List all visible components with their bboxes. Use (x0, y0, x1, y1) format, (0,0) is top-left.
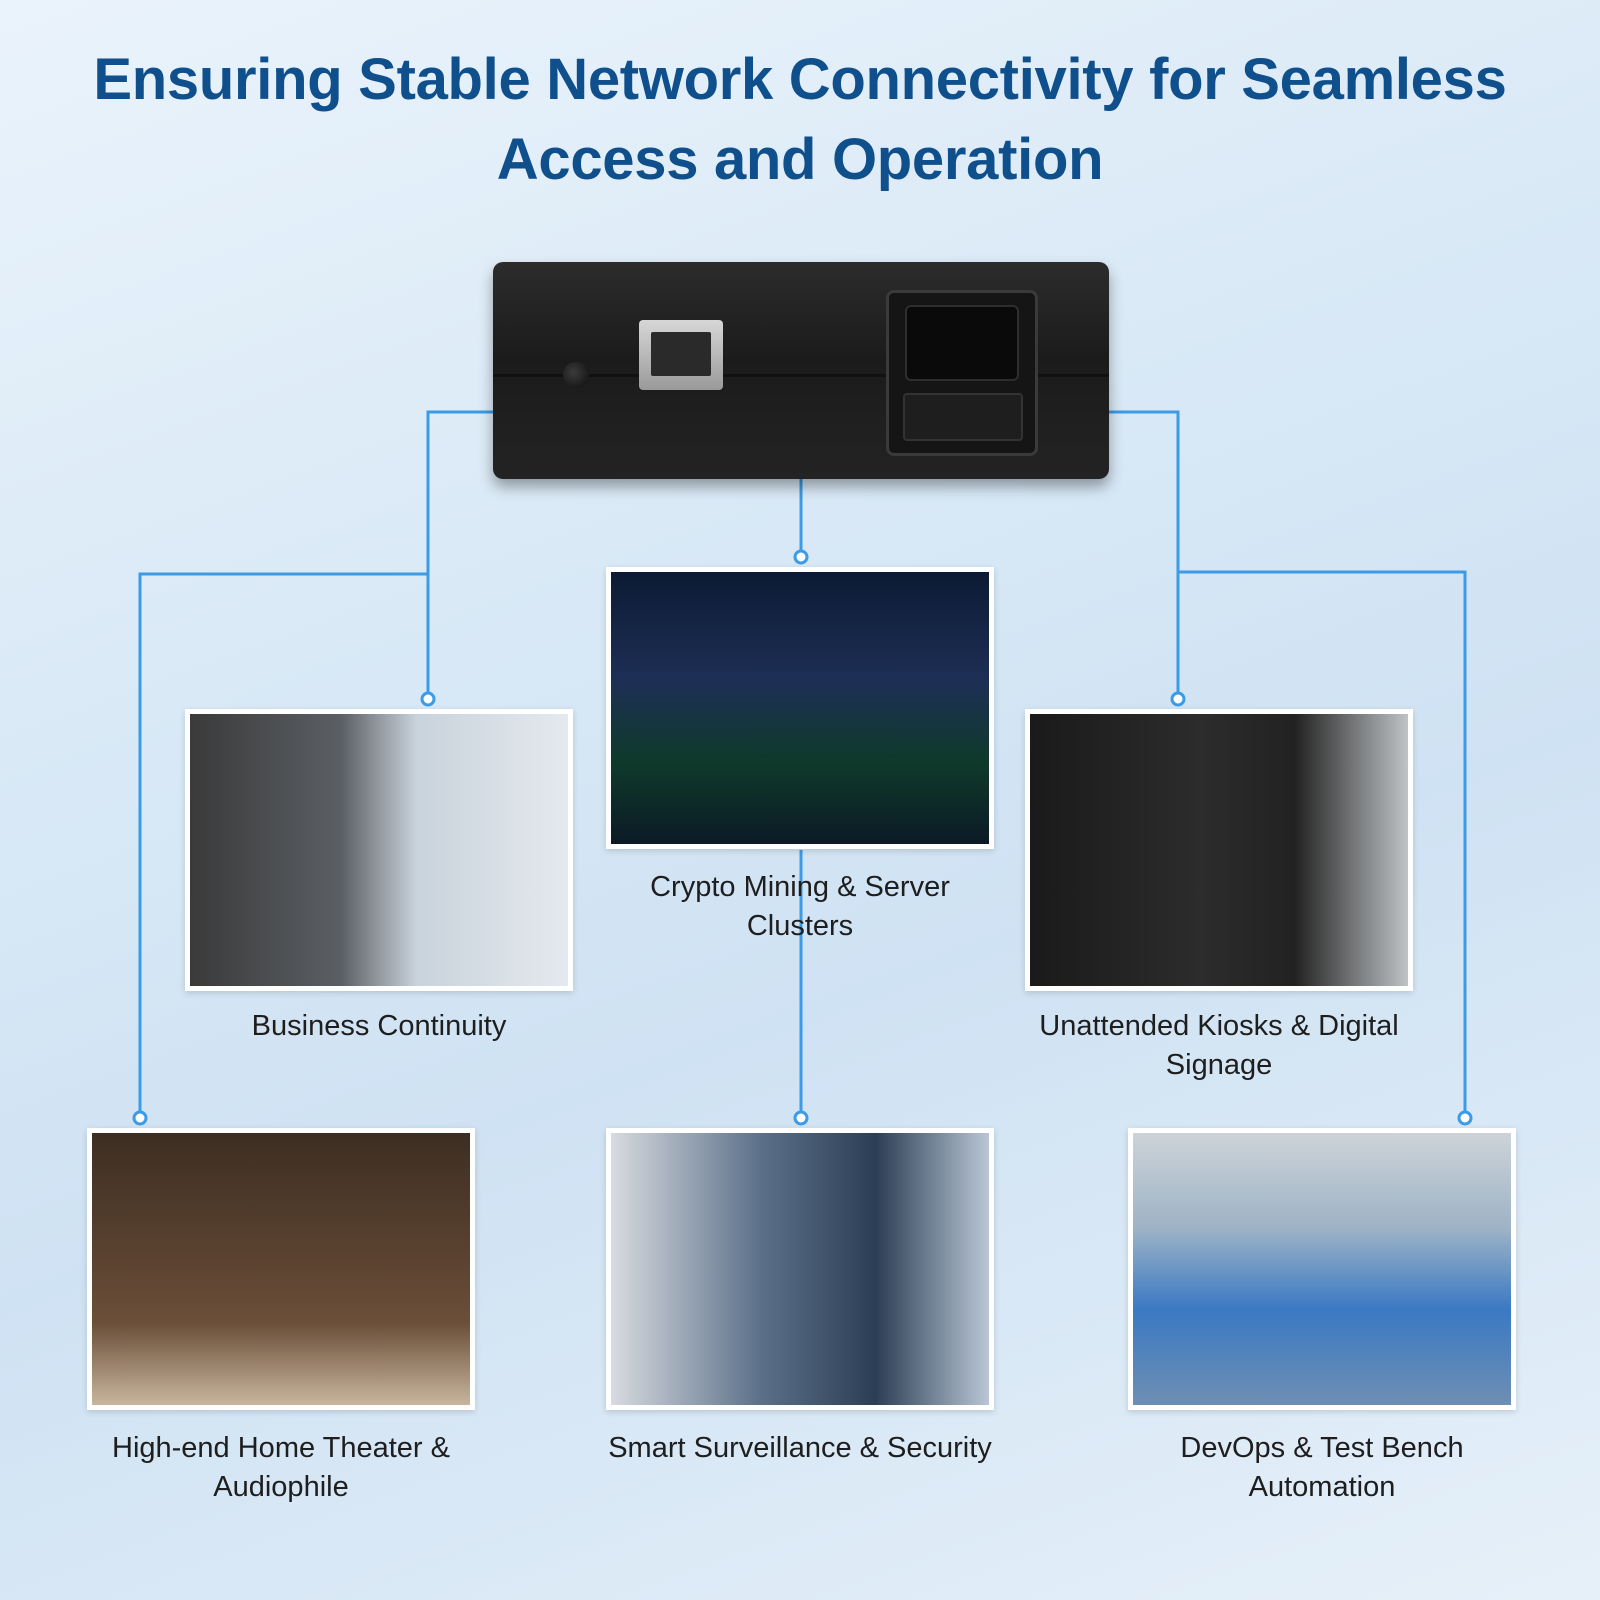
connector-left-trunk (426, 410, 493, 698)
status-led-icon (563, 362, 589, 388)
fuse-drawer-icon (903, 393, 1023, 441)
rj45-port-icon (639, 320, 723, 390)
connector-right-branch (1178, 570, 1467, 1118)
theater-image (87, 1128, 475, 1410)
app-card-devops (1128, 1128, 1516, 1410)
poe-device (493, 262, 1109, 479)
app-card-crypto (606, 567, 994, 849)
app-card-theater (87, 1128, 475, 1410)
connector-left-branch (138, 572, 428, 1118)
iec-socket-icon (905, 305, 1019, 381)
connector-dot-devops (1457, 1110, 1473, 1126)
surveillance-image (606, 1128, 994, 1410)
crypto-image (606, 567, 994, 849)
connector-dot-crypto (793, 549, 809, 565)
app-label-surveillance: Smart Surveillance & Security (608, 1432, 992, 1464)
iec-power-inlet-icon (886, 290, 1038, 456)
app-card-kiosk (1025, 709, 1413, 991)
app-label-kiosk: Unattended Kiosks & Digital Signage (1039, 1010, 1399, 1081)
connector-dot-surveillance (793, 1110, 809, 1126)
app-card-business (185, 709, 573, 991)
app-label-devops: DevOps & Test Bench Automation (1180, 1432, 1464, 1503)
app-label-crypto: Crypto Mining & Server Clusters (650, 871, 950, 942)
app-label-business: Business Continuity (251, 1010, 507, 1042)
business-image (185, 709, 573, 991)
connector-dot-theater (132, 1110, 148, 1126)
devops-image (1128, 1128, 1516, 1410)
connector-dot-business (420, 691, 436, 707)
app-label-theater: High-end Home Theater & Audiophile (112, 1432, 450, 1503)
connector-dot-kiosk (1170, 691, 1186, 707)
device-seam (493, 374, 1109, 377)
page-title: Ensuring Stable Network Connectivity for… (93, 47, 1507, 192)
app-card-surveillance (606, 1128, 994, 1410)
connector-right-trunk (1109, 410, 1180, 698)
kiosk-image (1025, 709, 1413, 991)
